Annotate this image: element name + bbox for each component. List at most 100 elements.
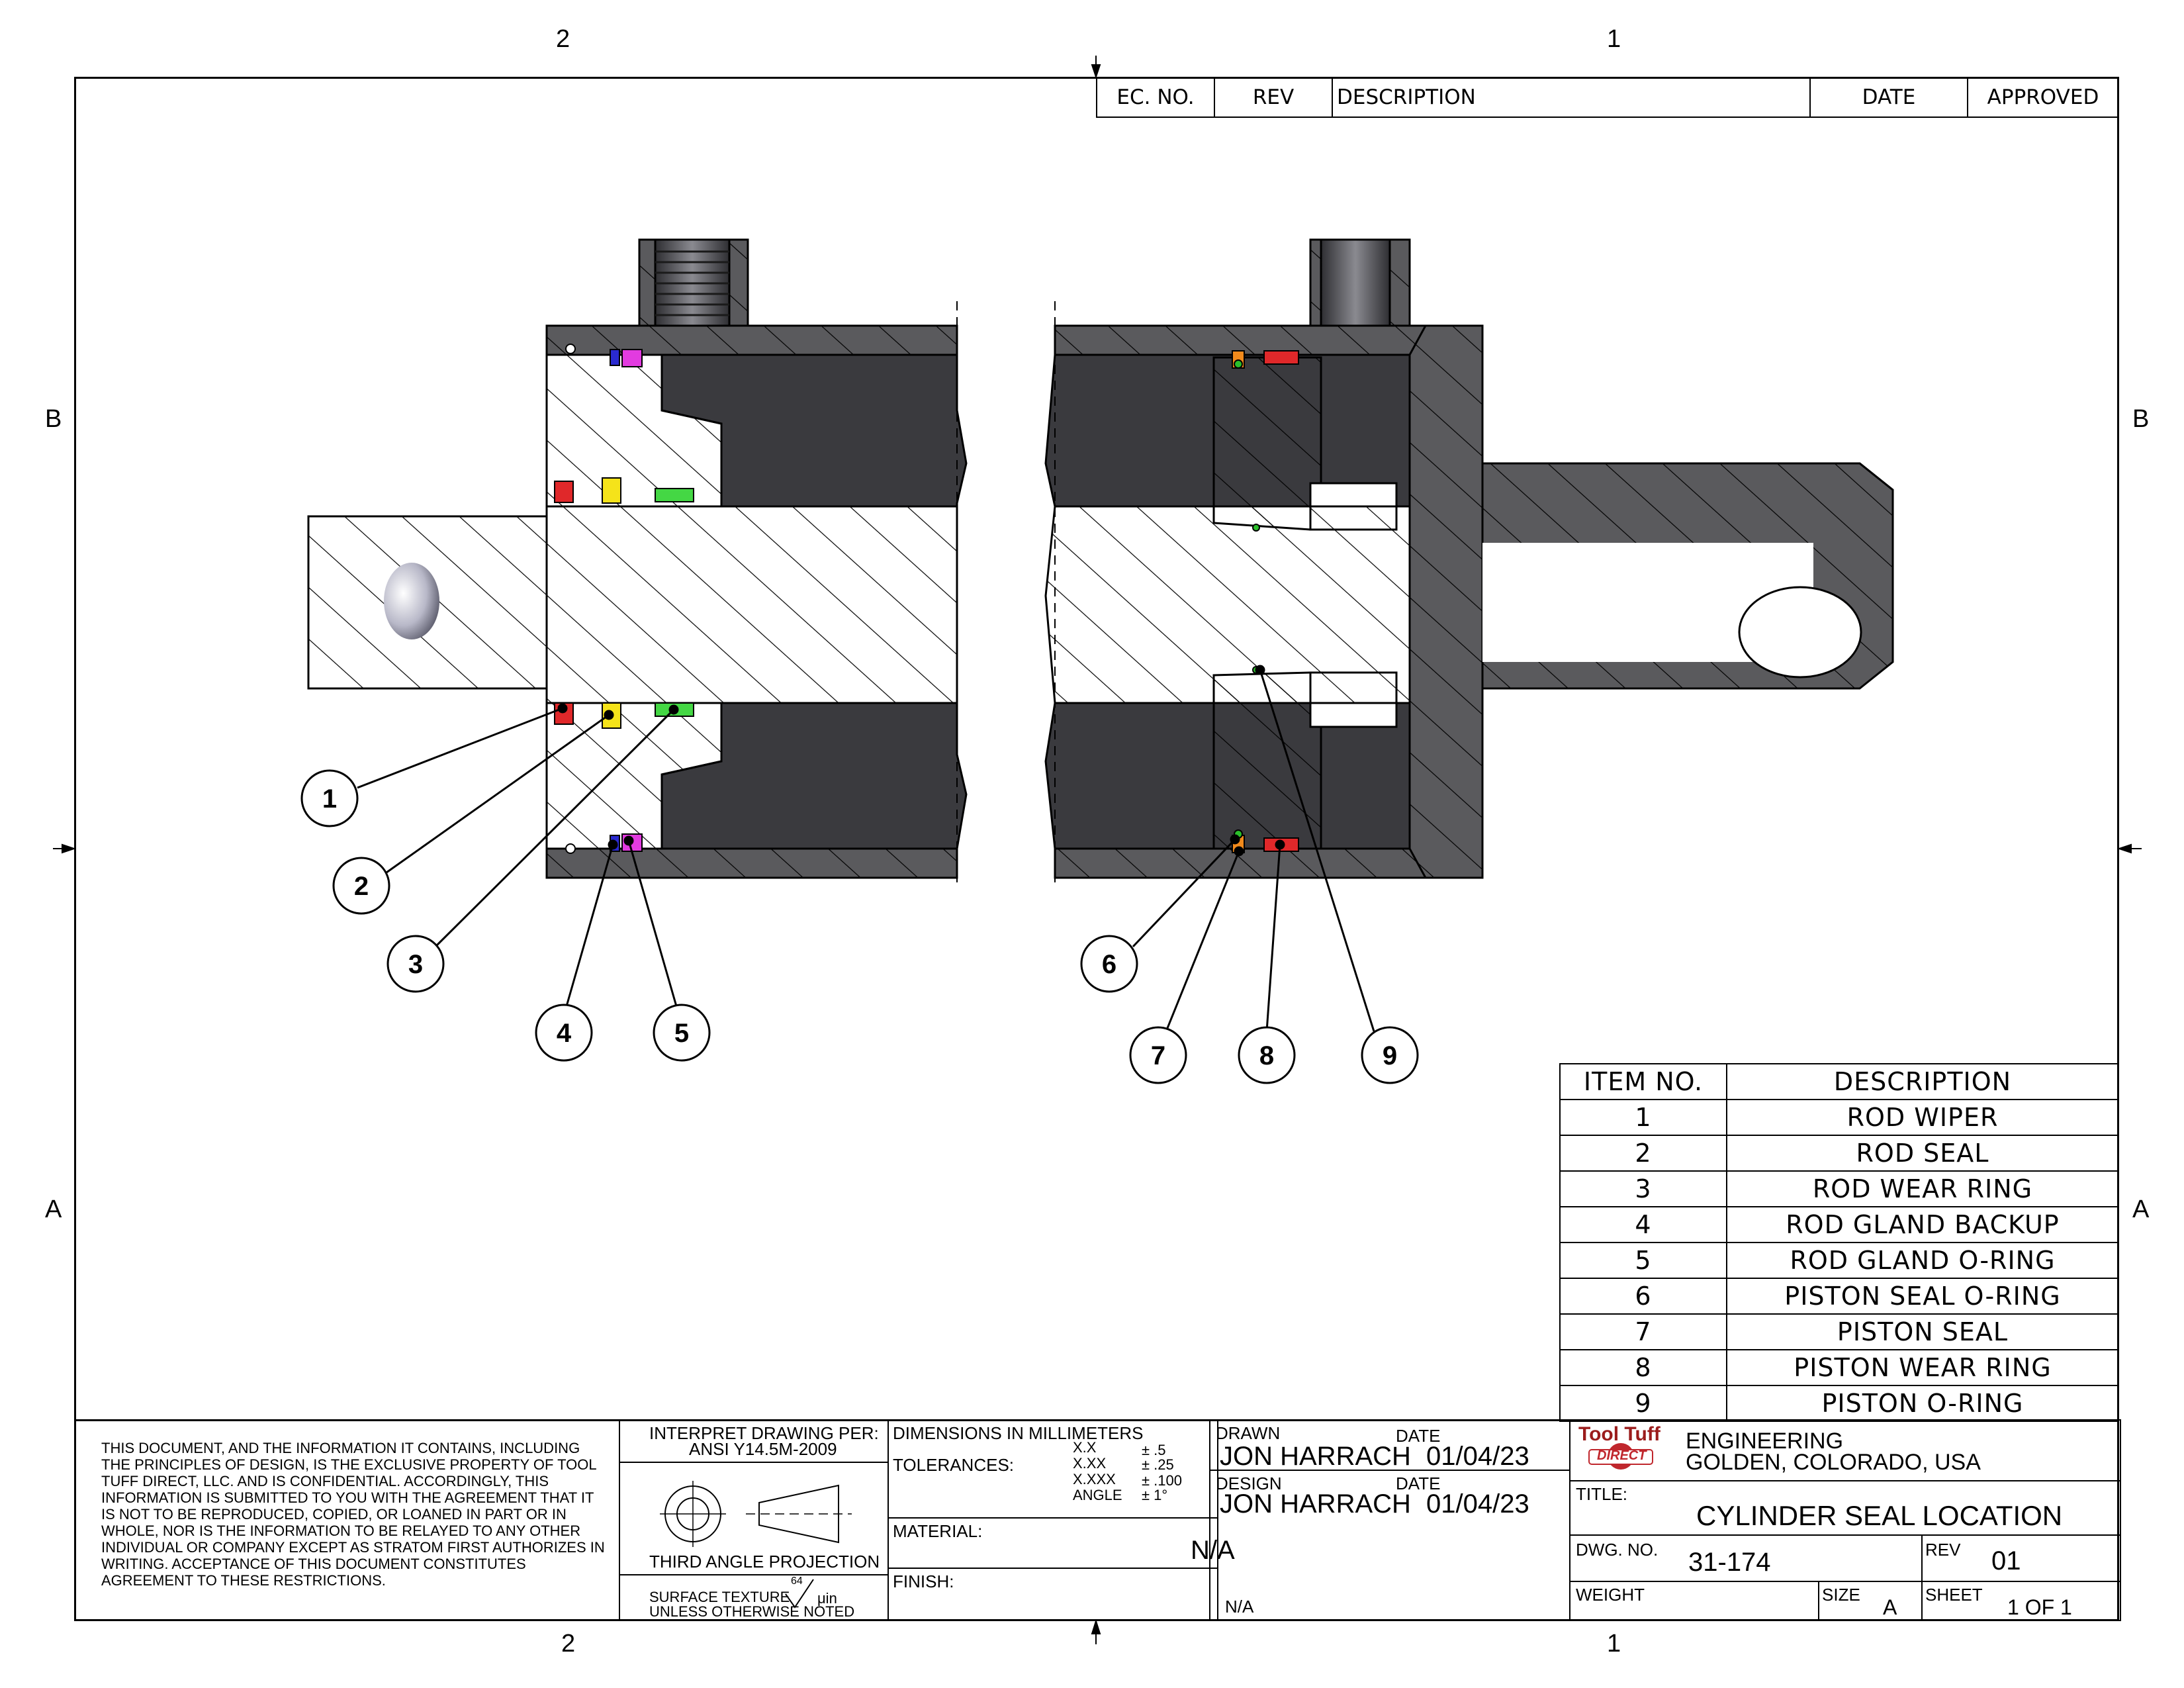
title-cell: Tool Tuff DIRECT ENGINEERING GOLDEN, COL… [1569,1419,2121,1621]
drawn-label: DRAWN [1216,1423,1281,1443]
leader-lines [357,665,1375,1032]
rev-value: 01 [1991,1546,2021,1575]
rev-label: REV [1925,1540,1961,1560]
revision-block: EC. NO. REV DESCRIPTION DATE APPROVED [1096,77,2119,118]
balloon-label: 8 [1259,1041,1274,1070]
bom-item-no: 7 [1559,1313,1727,1350]
dwg-no: 31-174 [1688,1548,1771,1577]
drawn-by: JON HARRACH [1220,1442,1411,1471]
zone-bottom-2: 2 [561,1630,576,1658]
bom-item-no: 8 [1559,1349,1727,1386]
company-name: ENGINEERING [1686,1429,1844,1454]
projection-cell: INTERPRET DRAWING PER: ANSI Y14.5M-2009 … [619,1419,889,1621]
bom-item-no: 3 [1559,1170,1727,1207]
balloon-label: 7 [1151,1041,1165,1070]
rev-header-approved: APPROVED [1967,77,2119,118]
balloon-9 [1361,1026,1419,1084]
bom-item-desc: PISTON SEAL [1726,1313,2119,1350]
tolerances-label: TOLERANCES: [893,1455,1015,1475]
tol-val-4: ± 1° [1142,1487,1168,1503]
bom-item-desc: PISTON SEAL O-RING [1726,1278,2119,1315]
company-logo: Tool Tuff DIRECT [1576,1423,1668,1476]
surface-texture-label: SURFACE TEXTURE [649,1589,790,1605]
tol-val-2: ± .25 [1142,1456,1174,1473]
bom-item-desc: ROD GLAND O-RING [1726,1242,2119,1279]
balloon-label: 1 [322,784,337,814]
bom-header-description: DESCRIPTION [1726,1063,2119,1100]
bom-item-desc: ROD GLAND BACKUP [1726,1206,2119,1243]
third-angle-projection-icon [660,1481,852,1547]
bom-item-desc: ROD WEAR RING [1726,1170,2119,1207]
surface-texture-note: UNLESS OTHERWISE NOTED [649,1603,855,1620]
bom-item-no: 5 [1559,1242,1727,1279]
surface-unit: μin [817,1590,837,1607]
bom-item-no: 4 [1559,1206,1727,1243]
balloon-label: 9 [1383,1041,1397,1070]
rev-header-rev: REV [1214,77,1333,118]
bom-item-no: 1 [1559,1099,1727,1136]
left-section [307,238,968,887]
surface-value: 64 [791,1575,803,1587]
balloon-label: 2 [354,872,369,901]
interpret-line2: ANSI Y14.5M-2009 [689,1439,837,1459]
bom-item-no: 2 [1559,1135,1727,1172]
gear-icon [1588,1443,1653,1470]
zone-left-b: B [45,405,62,433]
tol-fmt-2: X.XX [1073,1455,1107,1472]
weight-label: WEIGHT [1576,1585,1645,1605]
company-location: GOLDEN, COLORADO, USA [1686,1450,1981,1475]
bom-item-desc: PISTON O-RING [1726,1385,2119,1422]
zone-right-a: A [2132,1196,2150,1223]
proprietary-notice: THIS DOCUMENT, AND THE INFORMATION IT CO… [101,1440,605,1589]
design-by: JON HARRACH [1220,1489,1411,1519]
frame-center-marks [53,56,2142,1644]
bom-item-no: 6 [1559,1278,1727,1315]
rev-header-date: DATE [1809,77,1968,118]
balloon-4 [535,1004,593,1062]
balloon-label: 6 [1102,950,1116,979]
tol-val-3: ± .100 [1142,1472,1183,1489]
interpret-line1: INTERPRET DRAWING PER: [649,1423,879,1443]
finish-label: FINISH: [893,1571,954,1591]
sheet-value: 1 OF 1 [2007,1595,2072,1619]
bom-item-desc: ROD SEAL [1726,1135,2119,1172]
drawn-cell: DRAWN DATE JON HARRACH 01/04/23 DESIGN D… [1209,1419,1570,1621]
tol-fmt-1: X.X [1073,1439,1097,1456]
balloon-5 [653,1004,711,1062]
size-label: SIZE [1822,1585,1860,1605]
surface-finish-icon [785,1579,814,1609]
zone-top-1: 1 [1607,25,1621,53]
size-value: A [1883,1595,1897,1619]
bom-header-item: ITEM NO. [1559,1063,1727,1100]
balloon-6 [1080,935,1138,993]
finish-value: N/A [1225,1597,1254,1617]
material-value: N/A [1191,1536,1235,1565]
balloon-label: 5 [674,1019,689,1048]
title-label: TITLE: [1576,1484,1628,1504]
dwg-no-label: DWG. NO. [1576,1540,1659,1560]
title-block: THIS DOCUMENT, AND THE INFORMATION IT CO… [74,1419,2121,1621]
dimensions-note: DIMENSIONS IN MILLIMETERS [893,1423,1144,1443]
tol-val-1: ± .5 [1142,1442,1166,1458]
balloon-7 [1129,1026,1187,1084]
bom-item-desc: ROD WIPER [1726,1099,2119,1136]
drawing-title: CYLINDER SEAL LOCATION [1696,1500,2063,1531]
projection-label: THIRD ANGLE PROJECTION [649,1552,880,1571]
sheet-label: SHEET [1925,1585,1983,1605]
zone-top-2: 2 [556,25,570,53]
right-section [1044,238,1894,887]
drawn-date-label: DATE [1396,1426,1441,1446]
drawn-date: 01/04/23 [1426,1442,1529,1471]
bom-item-desc: PISTON WEAR RING [1726,1349,2119,1386]
balloon-label: 3 [408,950,423,979]
material-label: MATERIAL: [893,1521,983,1541]
